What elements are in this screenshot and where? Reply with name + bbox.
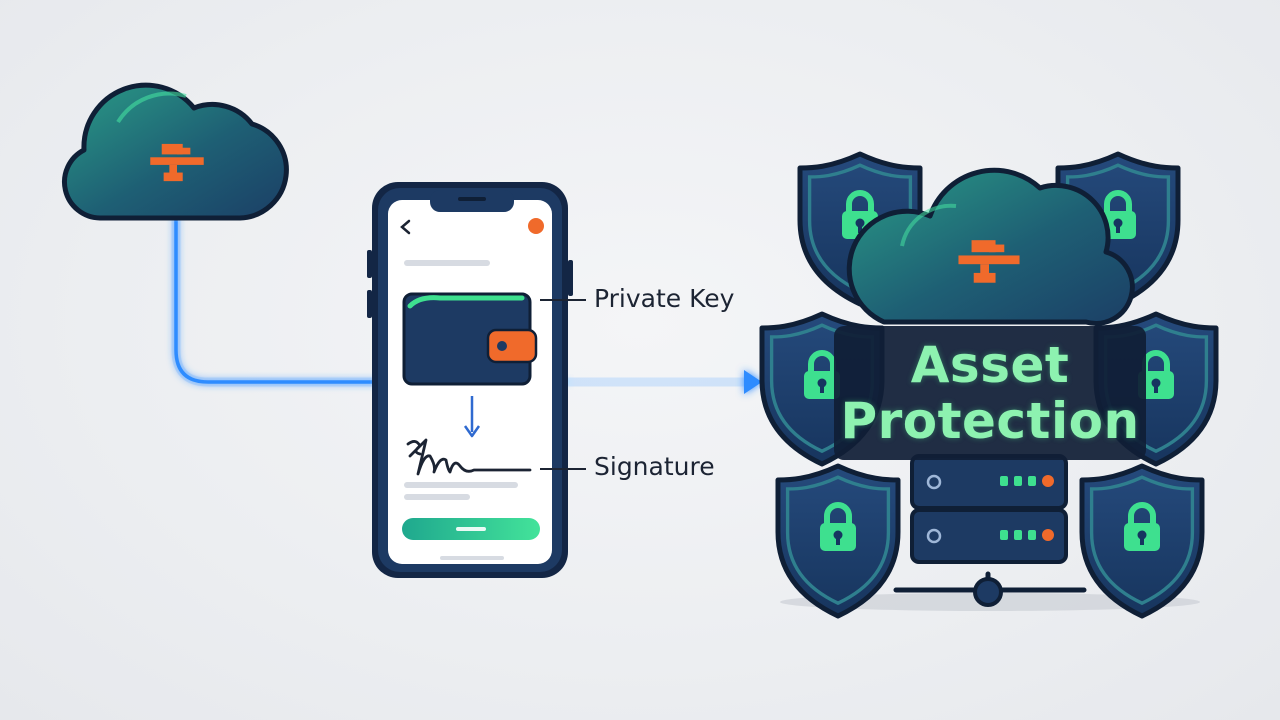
shield-lock-icon [775,463,901,619]
protected-cloud-icon [846,167,1135,326]
arrowhead-icon [744,370,762,394]
connector-phone-to-protection [562,370,762,394]
private-key-label: Private Key [594,284,735,313]
wallet-icon [402,292,538,386]
connector-cloud-to-phone [171,210,382,387]
asset-protection-title: Asset Protection [834,326,1146,460]
title-line-2: Protection [840,392,1140,450]
source-cloud-icon [62,82,289,221]
down-arrow-icon [463,396,481,438]
server-icon [893,454,1087,607]
status-dot-icon [528,218,544,234]
signature-label: Signature [594,452,715,481]
shield-lock-icon [1079,463,1205,619]
smartphone-icon [367,182,573,578]
title-line-1: Asset [910,336,1070,394]
back-chevron-icon [400,219,411,235]
signature-icon [406,438,532,476]
